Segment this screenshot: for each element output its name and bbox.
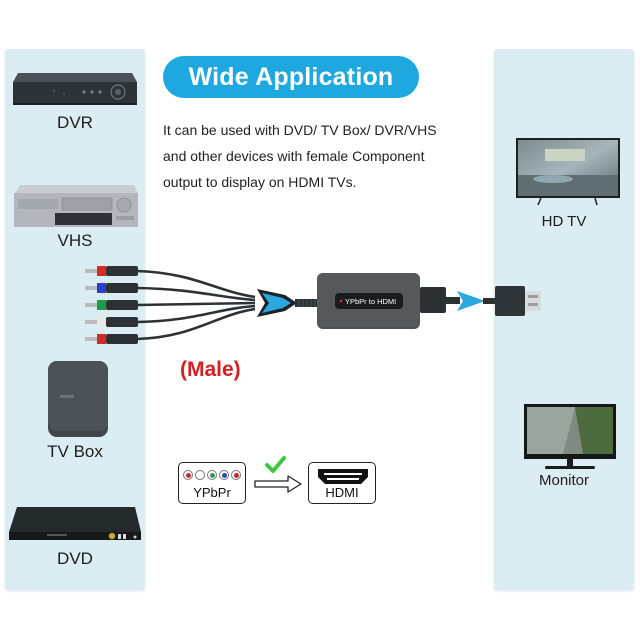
rca-plug [85,317,138,327]
rca-plug [85,283,138,293]
dvd-player-icon [9,507,141,540]
jack-dot [195,470,205,480]
ypbpr-label: YPbPr [193,485,231,500]
tv-box-icon [48,361,108,437]
source-label-vhs: VHS [57,231,93,250]
jack-dot [219,470,229,480]
description-line: It can be used with DVD/ TV Box/ DVR/VHS [163,122,437,138]
ypbpr-input-box: YPbPr [178,462,246,504]
check-icon [265,456,286,473]
connector-type-label: (Male) [180,358,241,381]
rca-plug [85,334,138,344]
vhs-player-icon [14,185,138,227]
display-label-hd-tv: HD TV [541,213,587,230]
jack-dot [231,470,241,480]
hdmi-label: HDMI [325,485,359,500]
hd-tv-icon [516,138,620,206]
description-line: output to display on HDMI TVs. [163,174,357,190]
hdmi-port-icon [318,469,368,484]
rca-plug [85,266,138,276]
source-label-dvr: DVR [57,113,93,132]
component-jacks-icon [179,470,245,480]
conversion-arrow-check [254,456,302,493]
rca-plug [85,300,138,310]
jack-dot [207,470,217,480]
hdmi-output-box: HDMI [308,462,376,504]
display-label-monitor: Monitor [538,472,590,489]
description-line: and other devices with female Component [163,148,425,164]
source-label-dvd: DVD [57,549,93,568]
display-devices-panel: HD TV Monitor [494,49,634,590]
converter-label: YPbPr to HDMI [345,297,396,306]
arrow-right-icon [254,475,302,493]
page-title: Wide Application [163,56,419,98]
dvr-device-icon [13,73,137,105]
source-label-tv-box: TV Box [47,442,103,461]
description: It can be used with DVD/ TV Box/ DVR/VHS… [163,117,483,195]
jack-dot [183,470,193,480]
converter-cable-illustration: YPbPr to HDMI [85,266,541,344]
monitor-icon [524,404,616,469]
